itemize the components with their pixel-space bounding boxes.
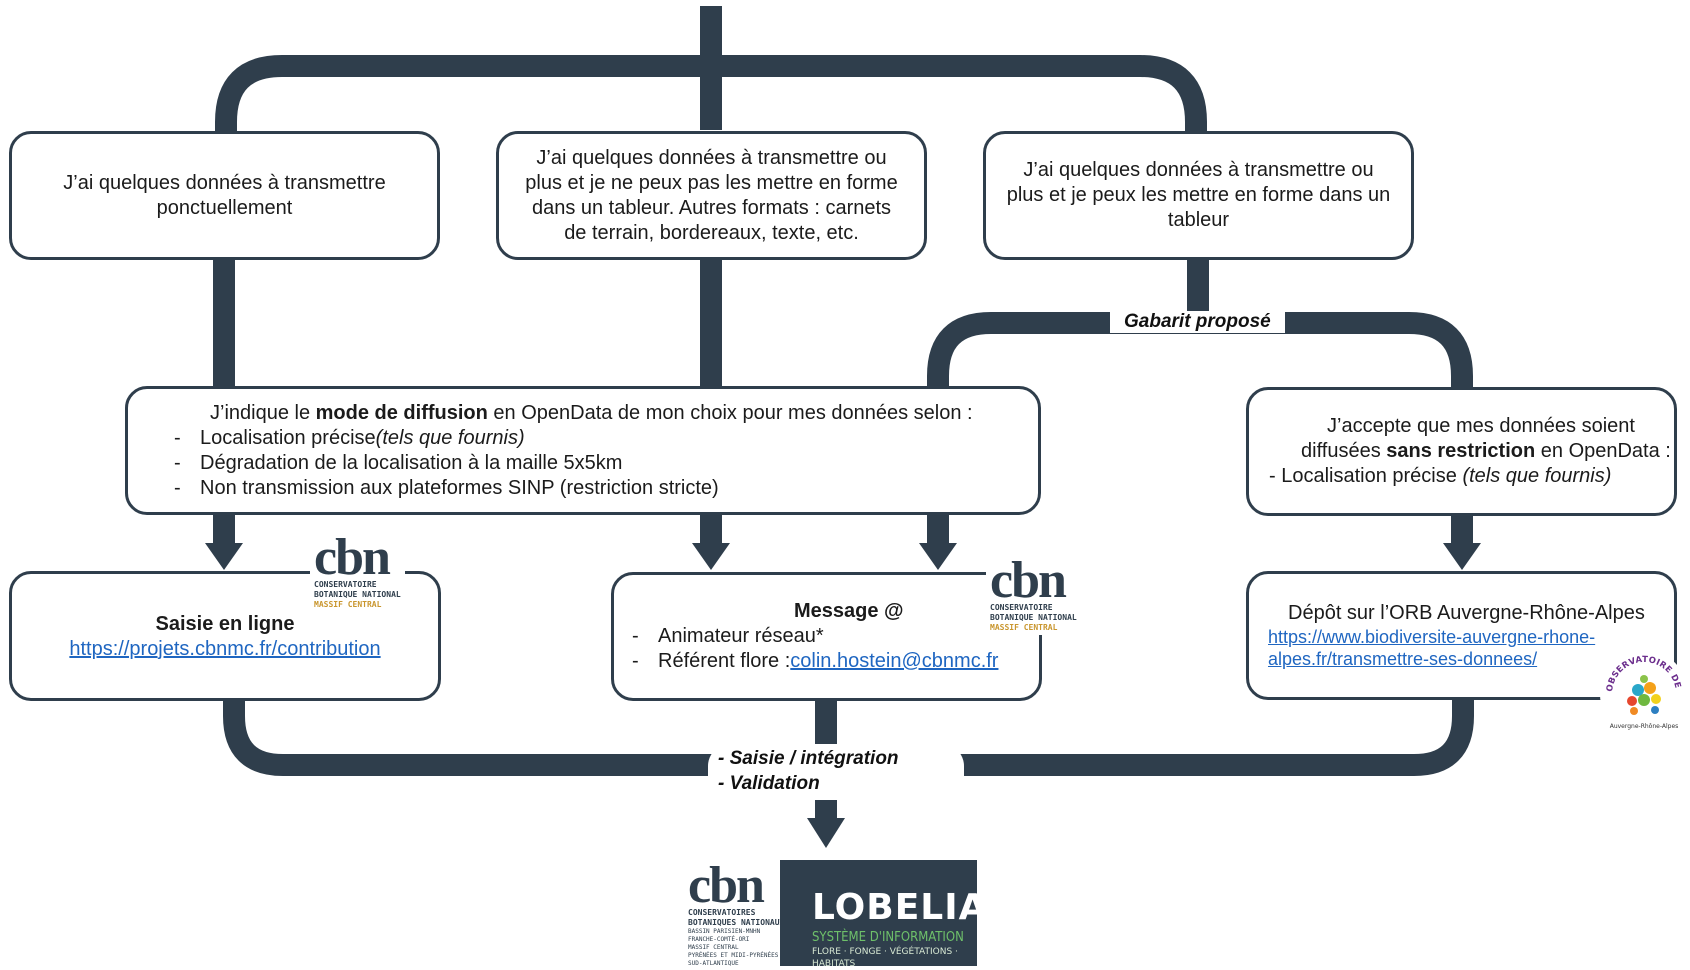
top-branch: [215, 55, 1207, 133]
saisie-link[interactable]: https://projets.cbnmc.fr/contribution: [69, 638, 381, 660]
diffusion-item: - Non transmission aux plateformes SINP …: [174, 476, 719, 501]
cbn-network-logo: cbn CONSERVATOIRES BOTANIQUES NATIONAUX …: [688, 857, 785, 968]
box-autres-formats: J’ai quelques données à transmettre ou p…: [496, 131, 927, 260]
box-tableur: J’ai quelques données à transmettre ou p…: [983, 131, 1414, 260]
box-mode-diffusion: J’indique le mode de diffusion en OpenDa…: [125, 386, 1041, 515]
diffusion-intro: J’indique le mode de diffusion en OpenDa…: [174, 401, 973, 426]
box-autres-formats-line4: de terrain, bordereaux, texte, etc.: [564, 221, 859, 244]
arrow-bottom: [807, 818, 845, 848]
box-ponctuellement-line1: J’ai quelques données à transmettre: [63, 171, 386, 194]
message-item: - Référent flore : colin.hostein@cbnmc.f…: [632, 649, 998, 674]
email-link[interactable]: colin.hostein@cbnmc.fr: [790, 650, 999, 672]
cbn-massif-central-logo-2: cbn CONSERVATOIRE BOTANIQUE NATIONAL MAS…: [986, 552, 1081, 635]
depot-title: Dépôt sur l’ORB Auvergne-Rhône-Alpes: [1288, 602, 1645, 624]
arrow-left: [205, 543, 243, 570]
lobelia-subtitle: SYSTÈME D'INFORMATION: [812, 930, 964, 945]
arrow-right: [1443, 543, 1481, 570]
message-item: - Animateur réseau*: [632, 624, 824, 649]
lobelia-title: LOBELIA: [812, 887, 988, 928]
cbn-logo-line1: CONSERVATOIRES: [688, 908, 756, 917]
cbn-logo-word: cbn: [314, 529, 391, 586]
arrow-middle: [692, 543, 730, 570]
accept-line2: diffusées sans restriction en OpenData :: [1269, 439, 1671, 464]
diffusion-item-text: Non transmission aux plateformes SINP (r…: [200, 476, 719, 499]
box-message: Message @ - Animateur réseau* - Référent…: [611, 572, 1042, 701]
box-ponctuellement-line2: ponctuellement: [156, 196, 293, 219]
diffusion-intro-before: J’indique le: [210, 401, 316, 424]
diffusion-item: - Dégradation de la localisation à la ma…: [174, 451, 622, 476]
box-tableur-line3: tableur: [1167, 209, 1230, 231]
depot-link-line2: alpes.fr/transmettre-ses-donnees/: [1268, 649, 1538, 669]
saisie-integration-text: - Saisie / intégration: [718, 748, 899, 769]
accept-line2-bold: sans restriction: [1386, 440, 1536, 462]
diffusion-intro-after: en OpenData de mon choix pour mes donnée…: [487, 401, 973, 424]
box-sans-restriction: J’accepte que mes données soient diffusé…: [1246, 387, 1677, 516]
box-tableur-line1: J’ai quelques données à transmettre ou: [1023, 159, 1374, 181]
bullet-dash: -: [632, 625, 639, 647]
cbn-logo-line3: MASSIF CENTRAL: [990, 623, 1058, 632]
diffusion-item: - Localisation précise (tels que fournis…: [174, 426, 525, 451]
orb-biodiversite-logo: OBSERVATOIRE DE LA BIODIVERSITÉ Auvergne…: [1598, 648, 1688, 738]
depot-link-line1: https://www.biodiversite-auvergne-rhone-: [1268, 627, 1596, 647]
lobelia-tagline: FLORE · FONGE · VÉGÉTATIONS · HABITATS: [812, 947, 958, 969]
depot-link[interactable]: https://www.biodiversite-auvergne-rhone-…: [1268, 626, 1595, 670]
lobelia-logo: LOBELIA SYSTÈME D'INFORMATION FLORE · FO…: [780, 860, 988, 969]
accept-line3-text: - Localisation précise: [1269, 465, 1463, 487]
message-title: Message @: [794, 600, 904, 622]
accept-line3: - Localisation précise (tels que fournis…: [1269, 464, 1611, 489]
cbn-logo-word: cbn: [990, 552, 1067, 609]
bullet-dash: -: [174, 451, 181, 474]
gabarit-label: Gabarit proposé: [1110, 311, 1285, 333]
box-tableur-line2: plus et je peux les mettre en forme dans…: [1006, 184, 1391, 206]
box-autres-formats-line3: dans un tableur. Autres formats : carnet…: [531, 196, 892, 219]
arrow-gabarit: [919, 543, 957, 570]
box-autres-formats-line2: plus et je ne peux pas les mettre en for…: [525, 171, 898, 194]
cbn-logo-line2: BOTANIQUE NATIONAL: [990, 613, 1077, 622]
diffusion-intro-bold: mode de diffusion: [315, 401, 488, 424]
cbn-logo-word: cbn: [688, 857, 765, 914]
bullet-dash: -: [174, 426, 181, 449]
saisie-title: Saisie en ligne: [155, 613, 295, 635]
box-autres-formats-line1: J’ai quelques données à transmettre ou: [536, 146, 887, 169]
orb-dots-icon: [1627, 675, 1661, 715]
cbn-logo-sub: FRANCHE-COMTÉ-ORI: [688, 936, 750, 943]
cbn-massif-central-logo: cbn CONSERVATOIRE BOTANIQUE NATIONAL MAS…: [310, 529, 405, 612]
saisie-integration-label: - Saisie / intégration - Validation: [708, 744, 964, 800]
accept-line2-after: en OpenData :: [1535, 440, 1671, 462]
gabarit-branch: [927, 312, 1473, 390]
accept-line1: J’accepte que mes données soient: [1327, 415, 1635, 437]
bullet-dash: -: [174, 476, 181, 499]
cbn-logo-sub: MASSIF CENTRAL: [688, 944, 739, 951]
message-item1: Animateur réseau*: [658, 625, 824, 647]
validation-text: - Validation: [718, 773, 820, 794]
diffusion-item-italic: (tels que fournis): [375, 426, 525, 449]
cbn-logo-line2: BOTANIQUE NATIONAL: [314, 590, 401, 599]
orb-region: Auvergne-Rhône-Alpes: [1610, 723, 1679, 730]
diffusion-item-text: Dégradation de la localisation à la mail…: [200, 451, 623, 474]
cbn-logo-line1: CONSERVATOIRE: [990, 603, 1053, 612]
cbn-logo-line3: MASSIF CENTRAL: [314, 600, 382, 609]
cbn-logo-line1: CONSERVATOIRE: [314, 580, 377, 589]
diffusion-item-text: Localisation précise: [200, 426, 376, 449]
cbn-logo-line2: BOTANIQUES NATIONAUX: [688, 918, 785, 927]
cbn-logo-sub: PYRÉNÉES ET MIDI-PYRÉNÉES: [688, 952, 779, 959]
bullet-dash: -: [632, 650, 639, 672]
message-item2-label: Référent flore :: [658, 650, 791, 672]
cbn-logo-sub: SUD-ATLANTIQUE: [688, 960, 739, 967]
cbn-logo-sub: BASSIN PARISIEN-MNHN: [688, 928, 761, 935]
accept-line2-before: diffusées: [1301, 440, 1387, 462]
box-ponctuellement: J’ai quelques données à transmettre ponc…: [9, 131, 440, 260]
accept-line3-italic: (tels que fournis): [1462, 465, 1612, 487]
